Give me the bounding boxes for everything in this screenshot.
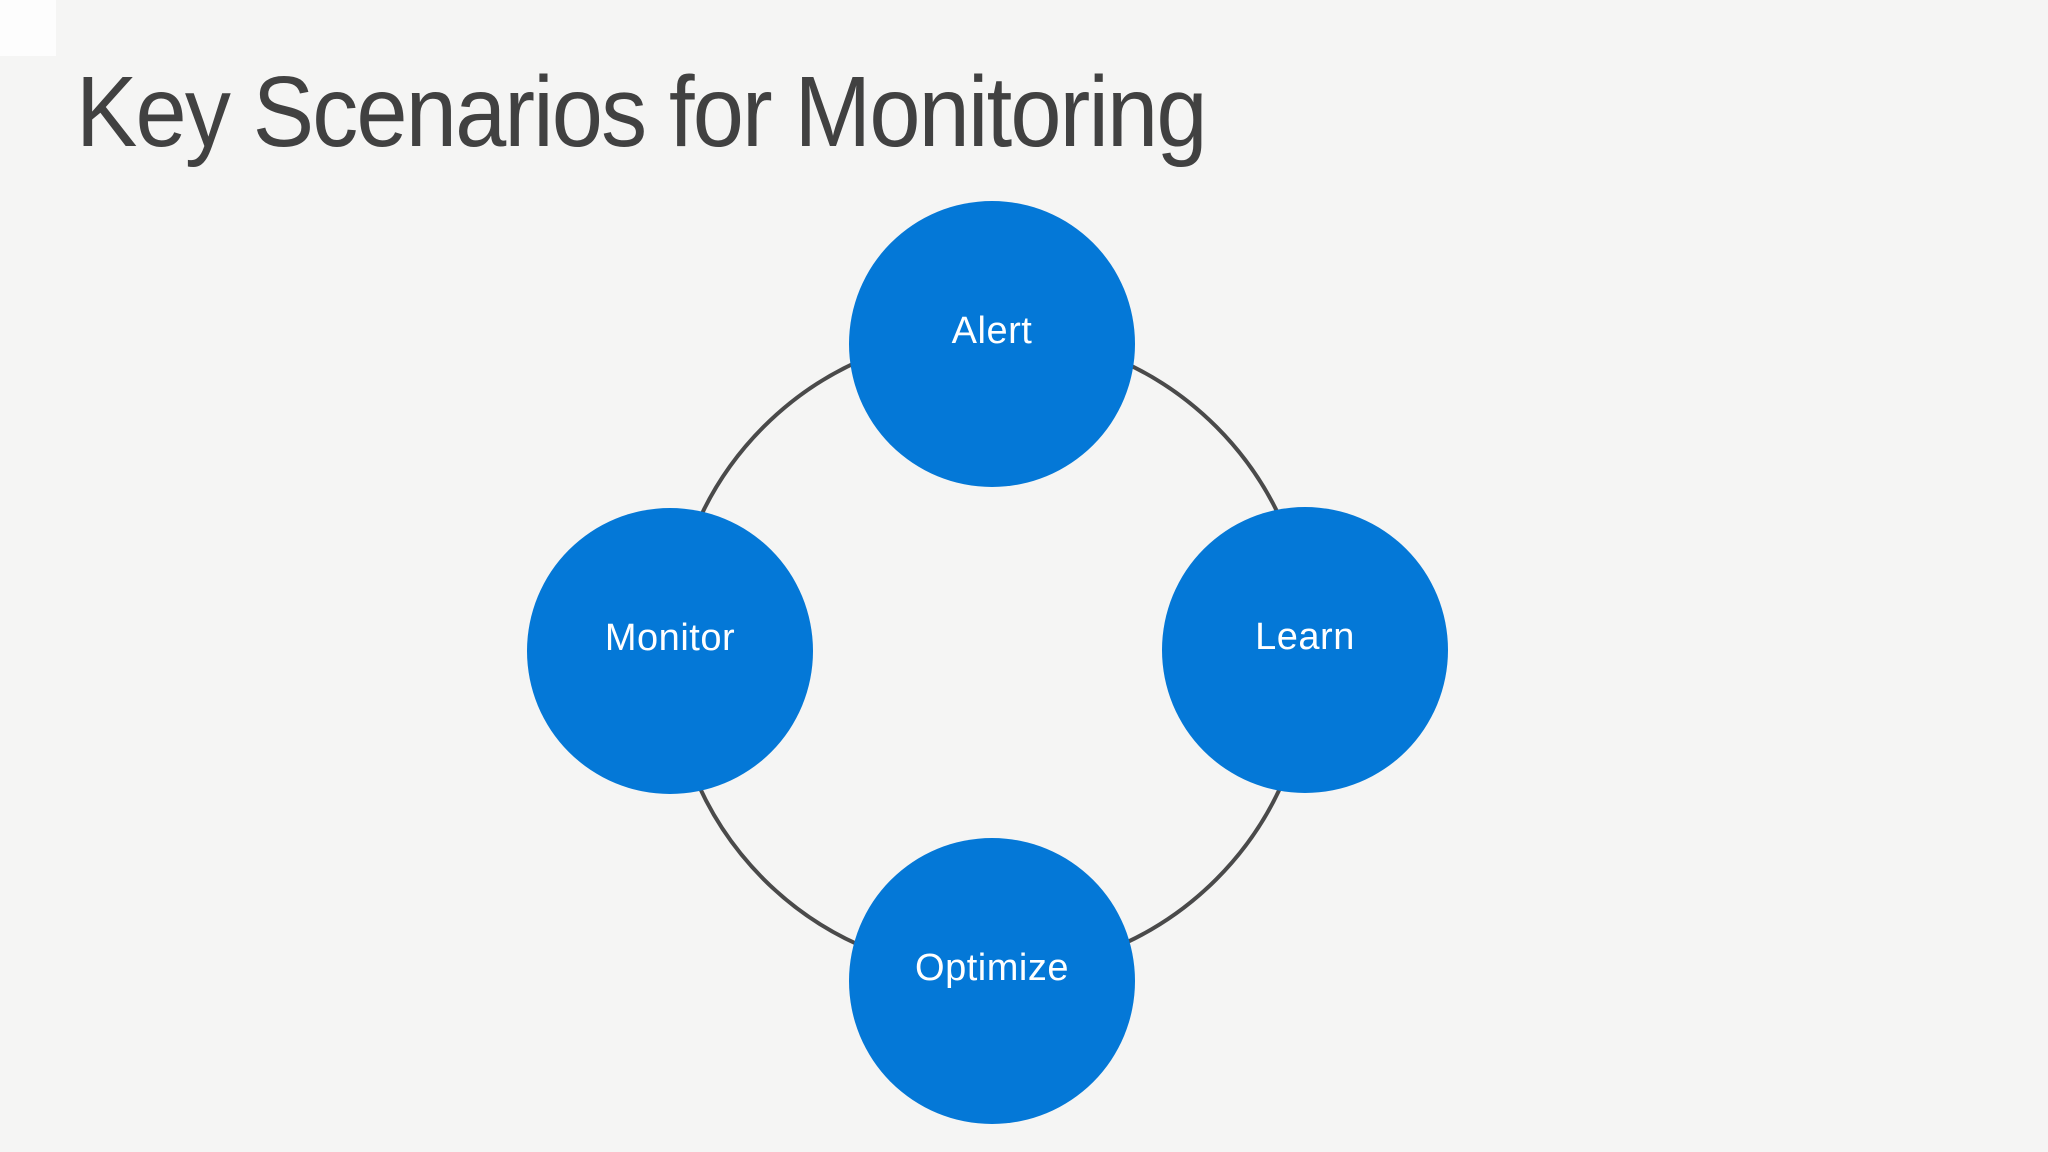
- node-alert: Alert: [849, 201, 1135, 487]
- node-learn: Learn: [1162, 507, 1448, 793]
- top-left-highlight: [0, 0, 56, 56]
- node-optimize-label: Optimize: [915, 946, 1069, 989]
- node-monitor-label: Monitor: [604, 616, 736, 659]
- node-learn-label: Learn: [1255, 615, 1355, 658]
- node-monitor: Monitor: [527, 508, 813, 794]
- slide-title: Key Scenarios for Monitoring: [76, 56, 1208, 168]
- node-optimize: Optimize: [849, 838, 1135, 1124]
- node-alert-label: Alert: [951, 309, 1033, 352]
